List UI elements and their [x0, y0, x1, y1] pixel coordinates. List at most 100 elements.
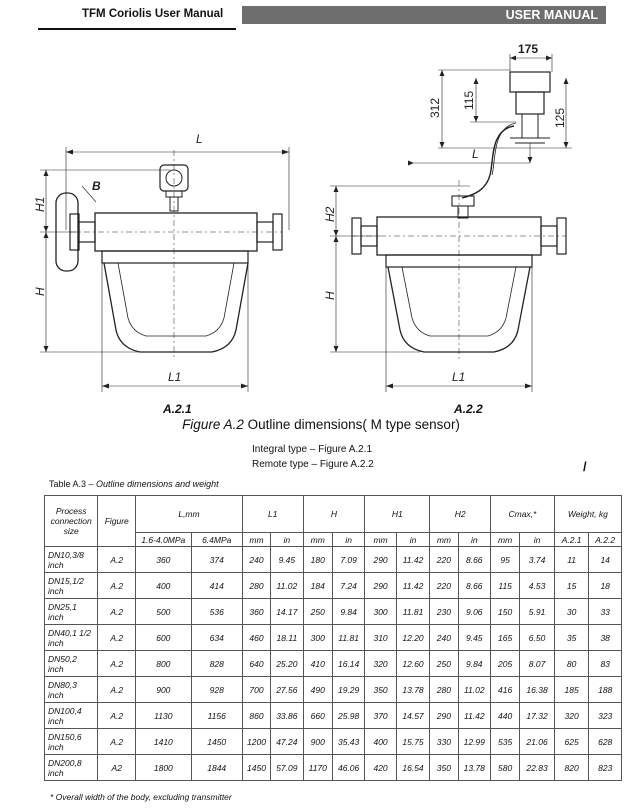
- cell-h2-in: 11.02: [457, 676, 491, 703]
- cell-c-mm: 416: [489, 676, 521, 703]
- cell-fig: A.2: [97, 650, 137, 677]
- cell-l1-mm: 1450: [241, 754, 272, 781]
- dim-label-L1-right: L1: [452, 370, 465, 384]
- cell-l-b: 828: [190, 650, 243, 677]
- cell-h2-mm: 350: [429, 754, 459, 781]
- size-text: DN150,6: [48, 731, 82, 742]
- remote-sensor-drawing: [330, 54, 572, 392]
- dim-label-175: 175: [518, 42, 538, 56]
- dim-label-B: B: [92, 179, 101, 193]
- header-unit-in: in: [270, 532, 304, 547]
- cell-w1: 820: [553, 754, 590, 781]
- cell-w2: 18: [588, 572, 622, 599]
- cell-h-in: 11.81: [331, 624, 366, 651]
- cell-l1-in: 9.45: [270, 546, 304, 573]
- size-text: DN200,8: [48, 757, 82, 768]
- cell-l-a: 400: [135, 572, 192, 599]
- integral-sensor-drawing: [40, 147, 290, 392]
- cell-h-mm: 490: [302, 676, 333, 703]
- header-unit-in: in: [331, 532, 366, 547]
- cell-h2-mm: 330: [429, 728, 459, 755]
- cell-l-b: 634: [190, 624, 243, 651]
- header-unit-mm: mm: [429, 532, 459, 547]
- cell-w1: 625: [553, 728, 590, 755]
- cell-h1-mm: 400: [364, 728, 397, 755]
- dim-label-H-remote: H: [323, 291, 337, 300]
- cell-h2-in: 9.84: [457, 650, 491, 677]
- size-text: DN10,3/8: [48, 549, 84, 560]
- header-unit-mm: mm: [302, 532, 333, 547]
- cell-fig: A.2: [97, 572, 137, 599]
- size-text: inch: [48, 689, 64, 700]
- cell-c-mm: 115: [489, 572, 521, 599]
- header-unit-in: in: [519, 532, 555, 547]
- cell-h-mm: 1170: [302, 754, 333, 781]
- cell-h-mm: 250: [302, 598, 333, 625]
- cell-c-in: 16.38: [519, 676, 555, 703]
- cell-l-a: 1410: [135, 728, 192, 755]
- cell-h2-mm: 220: [429, 572, 459, 599]
- cell-l-b: 536: [190, 598, 243, 625]
- header-section-bar: USER MANUAL: [242, 6, 606, 24]
- dimensions-table: Process connection size Figure L,mm L1 H…: [43, 495, 623, 781]
- cell-h2-mm: 240: [429, 624, 459, 651]
- cell-c-in: 4.53: [519, 572, 555, 599]
- cell-h2-in: 13.78: [457, 754, 491, 781]
- header-h1: H1: [364, 495, 431, 533]
- cell-l1-in: 33.86: [270, 702, 304, 729]
- cell-fig: A.2: [97, 624, 137, 651]
- header-process-size: Process connection size: [43, 495, 99, 547]
- header-h: H: [302, 495, 366, 533]
- cell-h-in: 7.09: [331, 546, 366, 573]
- cell-l-b: 1156: [190, 702, 243, 729]
- cell-w2: 188: [588, 676, 622, 703]
- cell-fig: A.2: [97, 676, 137, 703]
- cell-l-a: 1130: [135, 702, 192, 729]
- header-weight: Weight, kg: [553, 495, 623, 533]
- cell-h1-in: 16.54: [395, 754, 431, 781]
- cell-h-mm: 184: [302, 572, 333, 599]
- cell-c-mm: 165: [489, 624, 521, 651]
- cell-l-b: 1844: [190, 754, 243, 781]
- cell-h1-mm: 300: [364, 598, 397, 625]
- cell-h-in: 7.24: [331, 572, 366, 599]
- cell-c-in: 3.74: [519, 546, 555, 573]
- size-text: inch: [48, 611, 64, 622]
- cell-h-in: 19.29: [331, 676, 366, 703]
- cell-w1: 320: [553, 702, 590, 729]
- cell-h1-in: 11.42: [395, 546, 431, 573]
- size-text: DN100,4: [48, 705, 82, 716]
- cell-h-mm: 660: [302, 702, 333, 729]
- header-l-mm: L,mm: [135, 495, 243, 533]
- cell-h-in: 46.06: [331, 754, 366, 781]
- header-unit-mm: mm: [241, 532, 272, 547]
- cell-l-b: 1450: [190, 728, 243, 755]
- cell-c-mm: 535: [489, 728, 521, 755]
- cell-l1-in: 27.56: [270, 676, 304, 703]
- cell-w2: 33: [588, 598, 622, 625]
- sub-figure-label-right: A.2.2: [454, 402, 483, 416]
- header-unit-in: in: [457, 532, 491, 547]
- cell-h1-in: 11.81: [395, 598, 431, 625]
- dim-label-H1: H1: [33, 197, 47, 212]
- size-text: inch: [48, 637, 64, 648]
- dim-label-125: 125: [553, 108, 567, 128]
- cell-l1-in: 14.17: [270, 598, 304, 625]
- cell-fig: A.2: [97, 702, 137, 729]
- cell-h2-in: 8.66: [457, 572, 491, 599]
- cell-l-a: 500: [135, 598, 192, 625]
- size-text: DN50,2: [48, 653, 77, 664]
- header-h2: H2: [429, 495, 491, 533]
- cell-h2-in: 8.66: [457, 546, 491, 573]
- cell-c-mm: 205: [489, 650, 521, 677]
- doc-title: TFM Coriolis User Manual: [82, 8, 224, 20]
- dim-label-115: 115: [462, 91, 476, 110]
